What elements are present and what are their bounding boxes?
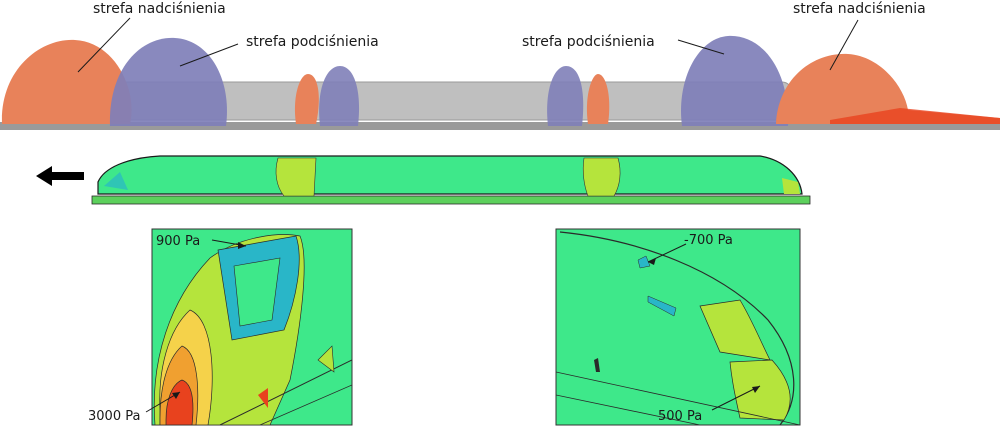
label-500pa: 500 Pa bbox=[658, 409, 702, 424]
pressure-patch-left bbox=[275, 157, 317, 197]
leader-line-3 bbox=[677, 39, 725, 55]
rail-strip bbox=[91, 195, 811, 205]
underpressure-zone-left bbox=[109, 37, 227, 126]
train-body-side bbox=[97, 155, 803, 195]
leader-line-4 bbox=[829, 19, 859, 71]
leader-line-1 bbox=[77, 17, 131, 73]
leader-line-2 bbox=[179, 43, 239, 67]
pressure-patch-right bbox=[582, 157, 621, 197]
underpressure-zone-right bbox=[681, 35, 789, 126]
middle-side-view bbox=[36, 155, 811, 205]
label-900pa: 900 Pa bbox=[156, 234, 200, 249]
underpressure-label-right: strefa podciśnienia bbox=[522, 34, 655, 50]
underpressure-blob-right bbox=[547, 66, 584, 126]
label-3000pa: 3000 Pa bbox=[88, 409, 140, 424]
overpressure-zone-left bbox=[1, 39, 132, 124]
overpressure-label-right: strefa nadciśnienia bbox=[793, 1, 926, 17]
arrow-left-icon bbox=[36, 166, 84, 186]
top-isosurface-view: strefa nadciśnienia strefa podciśnienia … bbox=[0, 1, 1000, 130]
leader-500pa bbox=[711, 385, 761, 411]
label-minus700pa: -700 Pa bbox=[684, 233, 733, 248]
overpressure-blob-right bbox=[586, 74, 610, 124]
detail-rear-nose: -700 Pa 500 Pa bbox=[555, 228, 801, 426]
overpressure-blob-left bbox=[294, 74, 319, 124]
underpressure-blob-left bbox=[319, 66, 360, 126]
nose-patch-front bbox=[104, 172, 128, 190]
overpressure-zone-right bbox=[776, 53, 1000, 124]
nose-patch-rear bbox=[782, 178, 800, 194]
wake-streak bbox=[830, 108, 1000, 124]
ground-plane bbox=[0, 122, 1000, 130]
underpressure-label-left: strefa podciśnienia bbox=[246, 34, 379, 50]
detail-front-nose: 900 Pa 3000 Pa bbox=[88, 228, 353, 426]
overpressure-label-left: strefa nadciśnienia bbox=[93, 1, 226, 17]
